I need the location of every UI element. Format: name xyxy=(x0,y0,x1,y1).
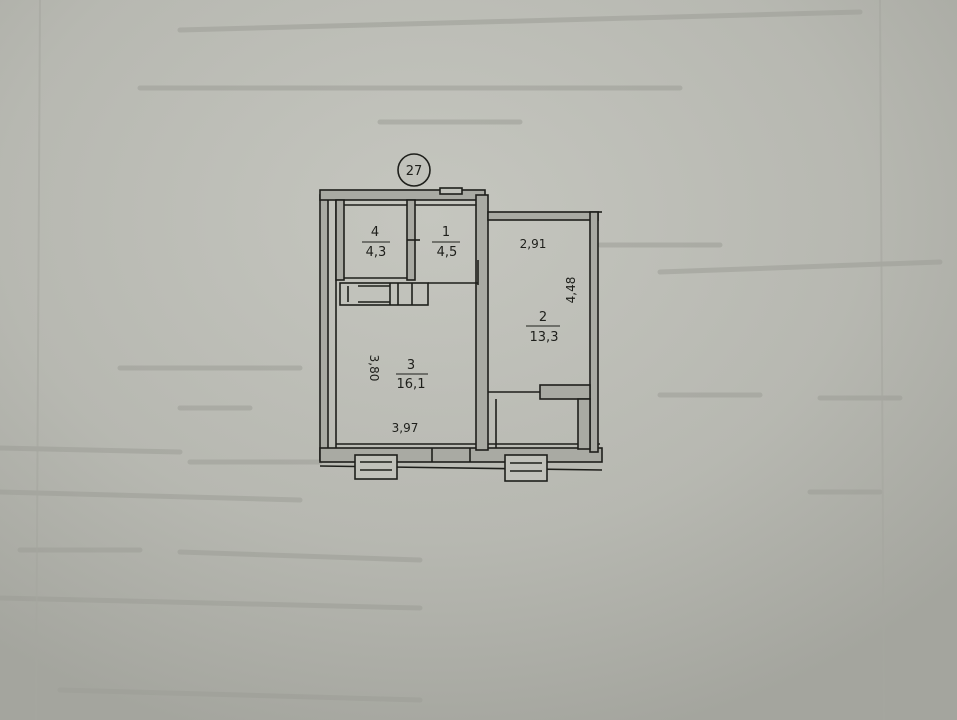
apartment-number: 27 xyxy=(406,164,423,179)
apartment-number-badge: 27 xyxy=(397,153,431,187)
window-left xyxy=(354,454,398,480)
bleed-through-text xyxy=(0,9,943,703)
room-3-area: 16,1 xyxy=(397,377,426,392)
room-4-number: 4 xyxy=(371,225,379,240)
room-1-number: 1 xyxy=(442,225,450,240)
room-3-width-label: 3,97 xyxy=(392,421,419,435)
room-3-length-label: 3,80 xyxy=(367,355,381,382)
room-4-area: 4,3 xyxy=(366,245,387,260)
room-2-length-label: 4,48 xyxy=(564,277,578,304)
wardrobe xyxy=(339,282,478,306)
room-2-width-label: 2,91 xyxy=(520,237,547,251)
wall-center xyxy=(475,194,489,451)
wall-room-4 xyxy=(335,199,420,281)
room-1-area: 4,5 xyxy=(437,245,458,260)
window-bottom-mid xyxy=(431,448,471,462)
wall-left xyxy=(319,194,337,461)
room-3-number: 3 xyxy=(407,358,415,373)
room-2-number: 2 xyxy=(539,310,547,325)
window-right xyxy=(504,454,548,482)
room-2-area: 13,3 xyxy=(530,330,559,345)
wall-room-2 xyxy=(487,211,602,453)
